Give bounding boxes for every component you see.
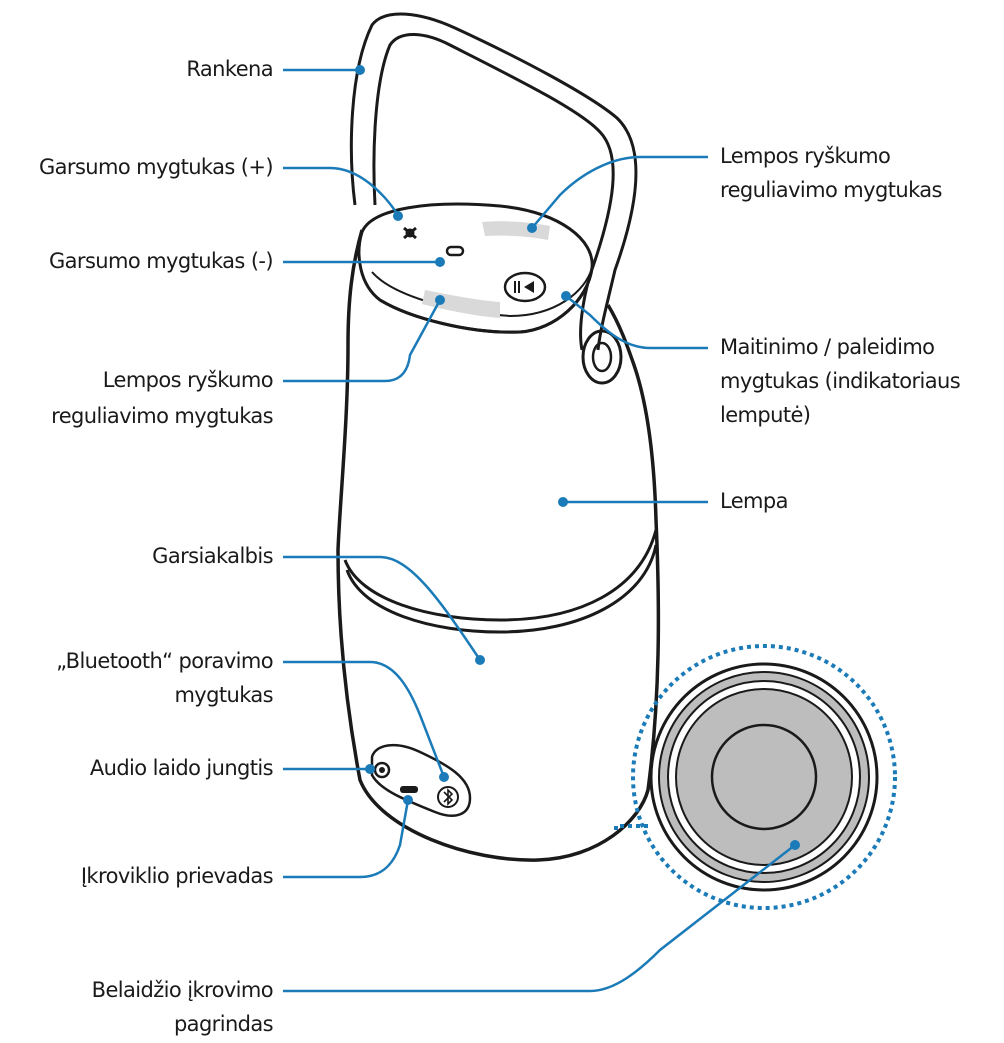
- leader-wireless: [283, 844, 796, 993]
- label-bluetooth-line2: mygtukas: [174, 683, 273, 707]
- label-charger-port: Įkroviklio prievadas: [80, 864, 274, 888]
- label-brightness-left-line1: Lempos ryškumo: [102, 368, 274, 392]
- label-lamp: Lempa: [720, 489, 789, 513]
- label-volume-up: Garsumo mygtukas (+): [38, 155, 274, 179]
- volume-up-icon: [403, 226, 417, 240]
- wireless-charging-base: [614, 644, 897, 910]
- play-pause-icon: [503, 271, 547, 303]
- speaker-body: [336, 229, 661, 862]
- leader-bluetooth: [283, 660, 446, 778]
- bluetooth-icon: [437, 786, 459, 808]
- leader-dots: [355, 65, 800, 850]
- label-volume-down: Garsumo mygtukas (-): [48, 249, 274, 273]
- audio-jack-icon: [373, 761, 391, 779]
- top-panel: [357, 202, 594, 334]
- label-speaker: Garsiakalbis: [152, 544, 273, 568]
- port-panel: [370, 743, 472, 817]
- label-brightness-left-line2: reguliavimo mygtukas: [51, 404, 273, 428]
- leader-brightness-right: [531, 155, 708, 229]
- leader-lines: [283, 68, 796, 993]
- usb-port-icon: [400, 786, 418, 793]
- lamp-speaker-divider: [343, 529, 658, 634]
- leader-speaker: [283, 555, 482, 661]
- volume-down-icon: [445, 245, 465, 257]
- leader-brightness-left: [283, 299, 442, 383]
- label-wireless-line2: pagrindas: [173, 1012, 274, 1036]
- label-wireless-line1: Belaidžio įkrovimo: [91, 978, 274, 1002]
- label-power-line3: lemputė): [720, 403, 811, 427]
- label-bluetooth-line1: „Bluetooth“ poravimo: [56, 649, 273, 673]
- label-handle: Rankena: [186, 57, 273, 81]
- label-audio-jack: Audio laido jungtis: [89, 756, 274, 780]
- label-power-line1: Maitinimo / paleidimo: [720, 335, 935, 359]
- label-power-line2: mygtukas (indikatoriaus: [720, 369, 961, 393]
- leader-power: [565, 295, 708, 350]
- leader-volume-up: [283, 166, 400, 216]
- label-brightness-right-line2: reguliavimo mygtukas: [720, 178, 942, 202]
- label-brightness-right-line1: Lempos ryškumo: [720, 144, 891, 168]
- leader-charger: [283, 799, 410, 879]
